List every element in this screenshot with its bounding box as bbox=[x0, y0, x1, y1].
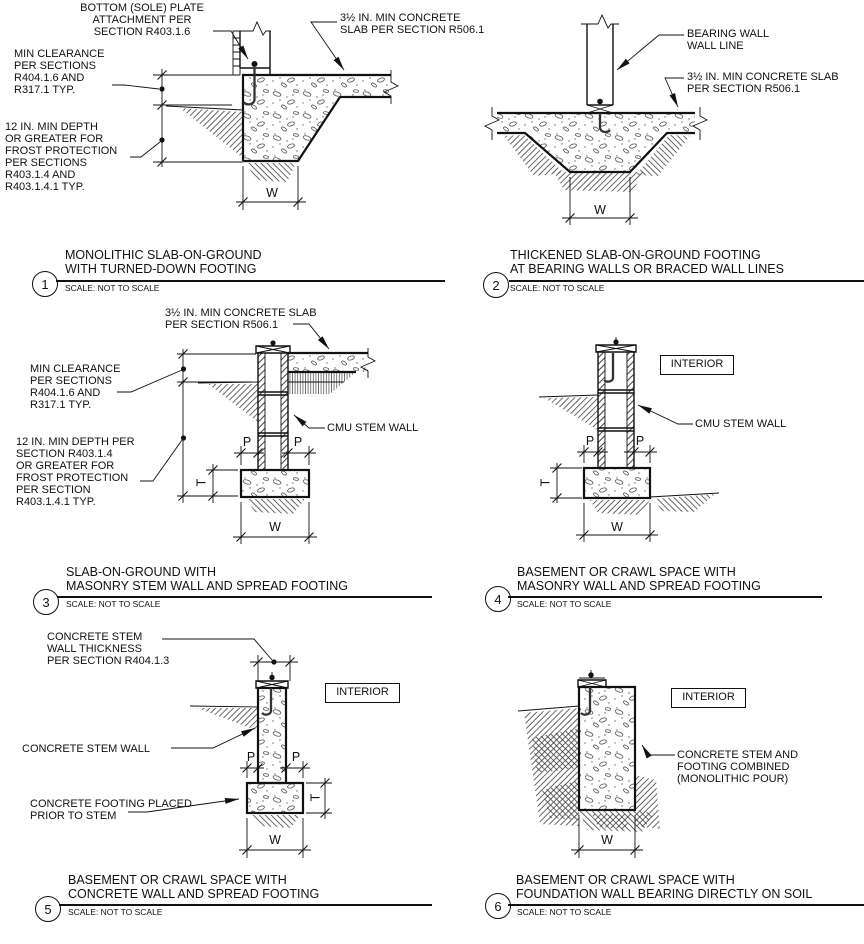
anchor-bolt bbox=[261, 688, 273, 716]
dim-p-right: P bbox=[293, 435, 303, 449]
leader-line bbox=[637, 404, 693, 425]
earth-hatch bbox=[180, 108, 243, 158]
dim-w: W bbox=[594, 203, 606, 217]
title-rule bbox=[57, 596, 432, 598]
break-symbol bbox=[359, 348, 377, 378]
detail-panel-1: BOTTOM (SOLE) PLATE ATTACHMENT PER SECTI… bbox=[0, 0, 484, 300]
anchor-bolt bbox=[597, 98, 611, 134]
scale-note: SCALE: NOT TO SCALE bbox=[68, 907, 163, 917]
title-rule bbox=[509, 280, 864, 282]
detail-title: SLAB-ON-GROUND WITH MASONRY STEM WALL AN… bbox=[66, 565, 348, 593]
label-slab: 3½ IN. MIN CONCRETE SLAB PER SECTION R50… bbox=[340, 12, 485, 36]
label-sole-plate: BOTTOM (SOLE) PLATE ATTACHMENT PER SECTI… bbox=[80, 2, 204, 38]
label-footing-placed: CONCRETE FOOTING PLACED PRIOR TO STEM bbox=[30, 798, 192, 822]
dim-p-right: P bbox=[635, 434, 645, 448]
label-interior: INTERIOR bbox=[660, 355, 734, 375]
detail-6-linework bbox=[517, 670, 675, 858]
leader-line bbox=[641, 744, 675, 759]
detail-number: 6 bbox=[485, 893, 511, 919]
dimension-lines bbox=[550, 445, 658, 542]
label-bearing-wall: BEARING WALL WALL LINE bbox=[687, 28, 770, 52]
spread-footing bbox=[582, 466, 652, 500]
detail-1-linework bbox=[112, 20, 400, 210]
detail-number: 4 bbox=[485, 586, 511, 612]
detail-title: BASEMENT OR CRAWL SPACE WITH CONCRETE WA… bbox=[68, 873, 320, 901]
detail-title: THICKENED SLAB-ON-GROUND FOOTING AT BEAR… bbox=[510, 248, 784, 276]
dim-t: T bbox=[538, 478, 553, 487]
dim-w: W bbox=[601, 833, 613, 847]
scale-note: SCALE: NOT TO SCALE bbox=[65, 283, 160, 293]
label-interior: INTERIOR bbox=[671, 688, 746, 708]
label-clearance: MIN CLEARANCE PER SECTIONS R404.1.6 AND … bbox=[30, 363, 121, 411]
detail-4-linework bbox=[538, 337, 720, 542]
detail-panel-3: 3½ IN. MIN CONCRETE SLAB PER SECTION R50… bbox=[0, 300, 432, 618]
label-slab: 3½ IN. MIN CONCRETE SLAB PER SECTION R50… bbox=[165, 307, 317, 331]
spread-footing bbox=[245, 781, 305, 815]
label-cmu-stem-wall: CMU STEM WALL bbox=[327, 422, 419, 434]
dim-t: T bbox=[194, 478, 209, 487]
spread-footing bbox=[239, 468, 311, 499]
leader-lines bbox=[128, 638, 273, 813]
dimension-lines bbox=[239, 655, 332, 858]
detail-number: 5 bbox=[35, 896, 61, 922]
detail-panel-5: CONCRETE STEM WALL THICKNESS PER SECTION… bbox=[0, 618, 432, 944]
scale-note: SCALE: NOT TO SCALE bbox=[517, 907, 612, 917]
dim-p-right: P bbox=[291, 750, 301, 764]
break-symbol bbox=[483, 107, 501, 140]
label-slab: 3½ IN. MIN CONCRETE SLAB PER SECTION R50… bbox=[687, 71, 839, 95]
detail-2-linework bbox=[483, 13, 709, 225]
dimension-lines bbox=[562, 177, 638, 225]
title-rule bbox=[508, 904, 864, 906]
detail-title: BASEMENT OR CRAWL SPACE WITH MASONRY WAL… bbox=[517, 565, 761, 593]
scale-note: SCALE: NOT TO SCALE bbox=[517, 599, 612, 609]
detail-number: 2 bbox=[483, 272, 509, 298]
leader-lines bbox=[117, 323, 330, 482]
label-frost-depth: 12 IN. MIN DEPTH PER SECTION R403.1.4 OR… bbox=[16, 436, 135, 508]
label-wall-thickness: CONCRETE STEM WALL THICKNESS PER SECTION… bbox=[47, 631, 170, 667]
dimension-lines bbox=[177, 348, 317, 544]
label-combined-pour: CONCRETE STEM AND FOOTING COMBINED (MONO… bbox=[677, 749, 799, 785]
label-interior: INTERIOR bbox=[325, 683, 400, 703]
detail-number: 1 bbox=[32, 271, 58, 297]
anchor-bolt bbox=[242, 61, 262, 106]
detail-title: MONOLITHIC SLAB-ON-GROUND WITH TURNED-DO… bbox=[65, 248, 262, 276]
anchor-bolt bbox=[603, 353, 615, 383]
detail-panel-2: BEARING WALL WALL LINE 3½ IN. MIN CONCRE… bbox=[432, 0, 864, 300]
scale-note: SCALE: NOT TO SCALE bbox=[66, 599, 161, 609]
detail-5-linework bbox=[128, 638, 332, 858]
detail-panel-6: INTERIOR CONCRETE STEM AND FOOTING COMBI… bbox=[432, 618, 864, 944]
label-frost-depth: 12 IN. MIN DEPTH OR GREATER FOR FROST PR… bbox=[5, 121, 118, 193]
leader-lines bbox=[112, 21, 345, 158]
detail-number: 3 bbox=[33, 589, 59, 615]
stud-wall bbox=[232, 20, 271, 76]
monolithic-wall-footing bbox=[577, 670, 637, 812]
anchor-bolt bbox=[580, 687, 592, 716]
dim-w: W bbox=[269, 833, 281, 847]
bearing-wall bbox=[581, 13, 619, 114]
label-clearance: MIN CLEARANCE PER SECTIONS R404.1.6 AND … bbox=[14, 48, 105, 96]
dim-p-left: P bbox=[242, 435, 252, 449]
title-rule bbox=[56, 280, 445, 282]
break-symbol bbox=[382, 70, 400, 104]
dimension-lines bbox=[571, 815, 643, 858]
dim-w: W bbox=[266, 186, 278, 200]
detail-title: BASEMENT OR CRAWL SPACE WITH FOUNDATION … bbox=[516, 873, 813, 901]
dim-w: W bbox=[269, 520, 281, 534]
dimension-lines bbox=[153, 69, 306, 210]
label-concrete-stem-wall: CONCRETE STEM WALL bbox=[22, 743, 150, 755]
detail-3-linework bbox=[117, 323, 377, 544]
subgrade-mesh bbox=[288, 372, 356, 394]
cmu-stem-wall bbox=[595, 337, 637, 468]
dim-p-left: P bbox=[246, 750, 256, 764]
dim-t: T bbox=[308, 793, 323, 802]
title-rule bbox=[508, 596, 822, 598]
leader-lines bbox=[616, 34, 684, 108]
scale-note: SCALE: NOT TO SCALE bbox=[510, 283, 605, 293]
dim-p-left: P bbox=[585, 434, 595, 448]
title-rule bbox=[59, 904, 432, 906]
detail-panel-4: INTERIOR CMU STEM WALL P P T W 4 BASEMEN… bbox=[432, 300, 864, 618]
dim-w: W bbox=[611, 520, 623, 534]
label-cmu-stem-wall: CMU STEM WALL bbox=[695, 418, 787, 430]
